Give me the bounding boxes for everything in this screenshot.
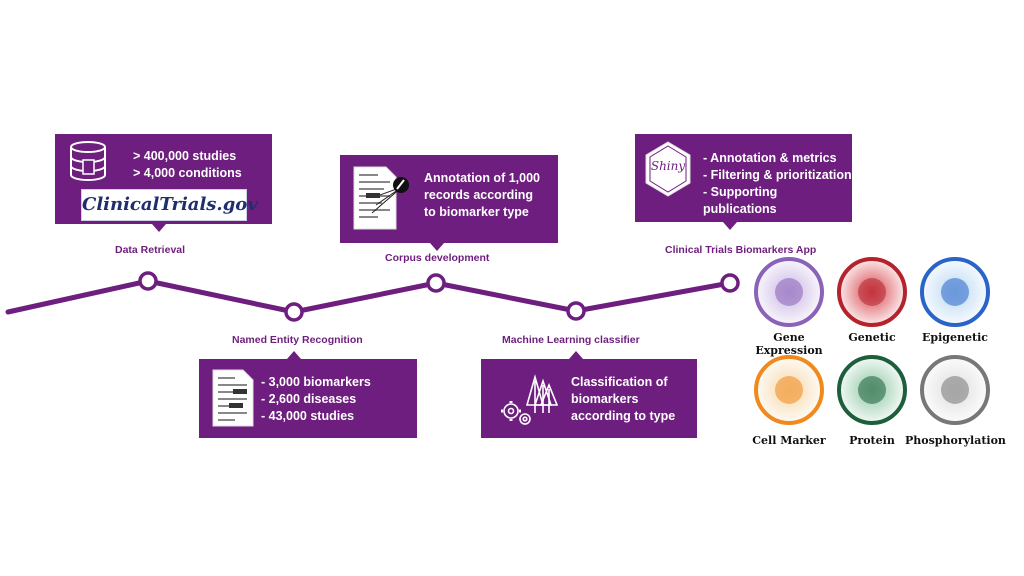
corpus-line-2: records according [424,188,534,202]
timeline-node-ml [566,301,586,321]
ner-line-2: - 2,600 diseases [261,392,357,406]
annotation-document-icon [353,166,409,230]
document-icon [212,369,254,427]
chromatin-icon [941,278,969,306]
cell-icon [775,376,803,404]
timeline-node-app [720,273,740,293]
timeline-node-ner [284,302,304,322]
biomarker-label: Phosphorylation [905,434,1006,447]
ml-line-3: according to type [571,409,676,423]
shiny-hex-icon [645,141,691,197]
biomarker-circle-cell [754,355,824,425]
dna-icon [858,278,886,306]
gene-expression-icon [775,278,803,306]
corpus-line-3: to biomarker type [424,205,529,219]
ner-line-1: - 3,000 biomarkers [261,375,371,389]
timeline-node-corpus [426,273,446,293]
app-box: Shiny - Annotation & metrics - Filtering… [635,134,852,230]
data-retrieval-box: > 400,000 studies > 4,000 conditions Cli… [55,134,272,232]
phosphorylation-icon [941,376,969,404]
database-icon [70,141,106,181]
app-line-3: - Supporting publications [703,185,778,216]
ml-box: Classification of biomarkers according t… [481,351,697,438]
ml-line-2: biomarkers [571,392,639,406]
biomarker-circle-protein [837,355,907,425]
gears-trees-icon [501,374,559,425]
ner-box: - 3,000 biomarkers - 2,600 diseases - 43… [199,351,417,438]
biomarker-label: Cell Marker [752,434,826,447]
biomarker-label: Epigenetic [922,331,988,344]
data-retrieval-line-2: > 4,000 conditions [133,166,242,180]
clinicaltrials-logo: ClinicalTrials.gov [81,189,258,221]
stage-label-corpus: Corpus development [385,252,490,264]
biomarker-label: Genetic [848,331,896,344]
shiny-logo-text: Shiny [650,159,686,173]
stage-label-ner: Named Entity Recognition [232,334,363,346]
timeline-line [5,278,733,315]
stage-label-data-retrieval: Data Retrieval [115,244,186,256]
corpus-box: Annotation of 1,000 records according to… [340,155,558,251]
ner-line-3: - 43,000 studies [261,409,355,423]
biomarker-circle-phosphorylation [920,355,990,425]
corpus-line-1: Annotation of 1,000 [424,171,540,185]
ml-line-1: Classification of [571,375,668,389]
timeline-node-data-retrieval [138,271,158,291]
stage-label-app: Clinical Trials Biomarkers App [665,244,817,256]
app-line-1: - Annotation & metrics [703,151,837,165]
biomarker-circle-chromatin [920,257,990,327]
biomarker-circle-gene-expression [754,257,824,327]
data-retrieval-line-1: > 400,000 studies [133,149,237,163]
stage-label-ml: Machine Learning classifier [502,334,640,346]
protein-icon [858,376,886,404]
biomarker-label: Gene Expression [755,331,823,357]
biomarker-label: Protein [849,434,895,447]
app-line-2: - Filtering & prioritization [703,168,852,182]
biomarker-circle-dna [837,257,907,327]
